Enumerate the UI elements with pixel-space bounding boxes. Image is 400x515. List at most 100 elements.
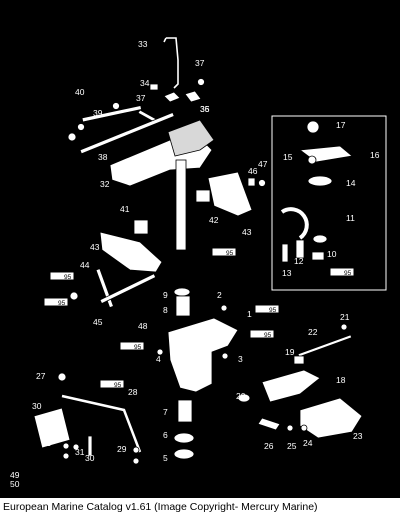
part-49 xyxy=(258,179,266,187)
part-18-link xyxy=(261,369,321,403)
callout-5: 5 xyxy=(163,453,168,463)
callout-30: 30 xyxy=(85,453,95,463)
part-13-bolt xyxy=(281,243,289,263)
callout-15: 15 xyxy=(283,152,293,162)
callout-37: 37 xyxy=(195,58,205,68)
callout-40: 40 xyxy=(75,87,85,97)
callout-36: 36 xyxy=(200,104,210,114)
callout-39: 39 xyxy=(93,108,103,118)
part-31-bracket xyxy=(33,407,71,449)
callout-13: 13 xyxy=(282,268,292,278)
part-25-fitting xyxy=(286,424,294,432)
part-2-grease xyxy=(220,304,228,312)
part-29-b xyxy=(132,446,140,454)
callout-10: 10 xyxy=(327,249,337,259)
callout-46: 46 xyxy=(248,166,258,176)
loctite-tag-box xyxy=(49,271,75,281)
part-4-fitting xyxy=(156,348,164,356)
part-43-block-b xyxy=(133,219,149,235)
callout-6: 6 xyxy=(163,430,168,440)
part-34-bracket-upper xyxy=(167,119,215,157)
part-9-bushing xyxy=(173,287,191,297)
part-21-nut xyxy=(340,323,348,331)
callout-11: 11 xyxy=(346,213,355,223)
part-37-clip-b xyxy=(184,90,202,103)
part-24-fitting xyxy=(300,424,308,432)
callout-7: 7 xyxy=(163,407,168,417)
part-23-box xyxy=(299,397,363,439)
callout-32: 32 xyxy=(100,179,110,189)
callout-28: 28 xyxy=(128,387,138,397)
callout-26: 26 xyxy=(264,441,274,451)
callout-14: 14 xyxy=(346,178,356,188)
callout-35: 35 xyxy=(200,104,210,114)
callout-33: 33 xyxy=(138,39,148,49)
part-40-rod xyxy=(79,112,175,155)
part-29-a xyxy=(62,442,70,450)
part-11-ring xyxy=(280,207,309,240)
part-10-pin xyxy=(311,251,325,261)
callout-3: 3 xyxy=(238,354,243,364)
loctite-tag-box xyxy=(43,297,69,307)
callout-12: 12 xyxy=(294,256,304,266)
callout-44: 44 xyxy=(80,260,90,270)
loctite-tag-label: 95 xyxy=(58,300,66,307)
callout-4: 4 xyxy=(156,354,161,364)
callout-21: 21 xyxy=(340,312,350,322)
callout-50: 50 xyxy=(10,479,20,489)
loctite-tag-label: 95 xyxy=(114,382,122,389)
loctite-tag-box xyxy=(99,379,125,389)
part-28-handle xyxy=(61,394,142,453)
callout-43: 43 xyxy=(90,242,100,252)
loctite-tag-label: 95 xyxy=(64,274,72,281)
part-40-rod-b xyxy=(81,105,142,123)
part-3-fitting xyxy=(221,352,229,360)
callout-18: 18 xyxy=(336,375,346,385)
part-10-washer xyxy=(312,234,328,244)
part-36 xyxy=(149,83,159,91)
swivel-tube xyxy=(175,159,187,251)
part-39 xyxy=(197,78,205,86)
part-12-pin xyxy=(295,239,305,259)
part-45-bracket xyxy=(99,231,163,273)
part-15-washer xyxy=(307,155,317,165)
callout-31: 31 xyxy=(75,447,85,457)
callout-34: 34 xyxy=(140,78,150,88)
part-42-nut-a xyxy=(67,132,77,142)
loctite-tag-label: 95 xyxy=(344,270,352,277)
detail-inset-box xyxy=(271,115,387,291)
loctite-tag-label: 95 xyxy=(264,332,272,339)
part-44-plate xyxy=(207,171,253,217)
loctite-tag-box xyxy=(249,329,275,339)
callout-22: 22 xyxy=(308,327,318,337)
part-17-nut xyxy=(306,120,320,134)
part-26-clip xyxy=(257,417,281,431)
callout-38: 38 xyxy=(98,152,108,162)
part-27-nut xyxy=(57,372,67,382)
callout-20: 20 xyxy=(236,391,246,401)
callout-48: 48 xyxy=(138,321,148,331)
callout-16: 16 xyxy=(370,150,380,160)
callout-29: 29 xyxy=(42,438,52,448)
callout-23: 23 xyxy=(353,431,363,441)
catalog-caption: European Marine Catalog v1.61 (Image Cop… xyxy=(3,501,318,513)
part-30-b xyxy=(132,457,140,465)
loctite-tag-box xyxy=(119,341,145,351)
part-22-rod xyxy=(297,334,353,358)
loctite-tag-box xyxy=(254,304,280,314)
part-50-swivel-bracket xyxy=(167,317,239,393)
callout-45: 45 xyxy=(93,317,103,327)
loctite-tag-label: 95 xyxy=(134,344,142,351)
loctite-tag-box xyxy=(329,267,355,277)
loctite-tag-box xyxy=(211,247,237,257)
part-35-lever xyxy=(163,37,179,89)
loctite-tag-label: 95 xyxy=(269,307,277,314)
part-33-nut xyxy=(72,443,80,451)
part-30-a xyxy=(62,452,70,460)
part-8-bushing xyxy=(175,295,191,317)
callout-27: 27 xyxy=(36,371,46,381)
part-47-bolt xyxy=(99,273,157,305)
